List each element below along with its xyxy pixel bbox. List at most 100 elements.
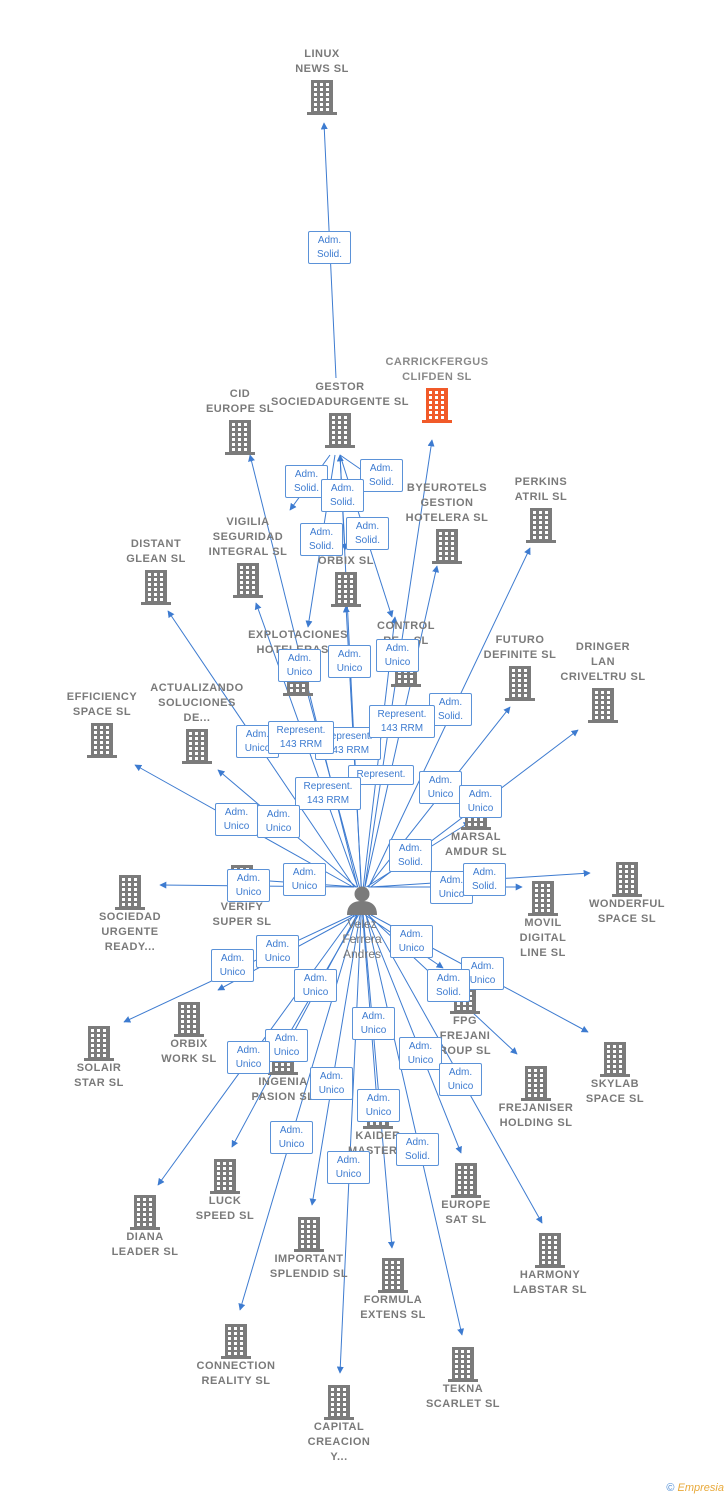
- building-icon: [115, 875, 145, 910]
- role-badge[interactable]: Adm.Unico: [327, 1151, 370, 1184]
- role-badge-line: Adm.: [472, 867, 497, 878]
- role-badge[interactable]: Adm.Unico: [257, 805, 300, 838]
- role-badge[interactable]: Adm.Unico: [227, 1041, 270, 1074]
- company-label-line: REALITY SL: [201, 1375, 271, 1387]
- company-label-line: KAIDER: [355, 1130, 401, 1142]
- role-badge[interactable]: Represent.143 RRM: [268, 721, 334, 754]
- role-badge[interactable]: Adm.Solid.: [360, 459, 403, 492]
- role-badge[interactable]: Adm.Unico: [211, 949, 254, 982]
- role-badge[interactable]: Adm.Solid.: [463, 863, 506, 896]
- company-label-line: GLEAN SL: [126, 553, 186, 565]
- role-badge[interactable]: Adm.Unico: [459, 785, 502, 818]
- role-badge[interactable]: Adm.Solid.: [389, 839, 432, 872]
- role-badge[interactable]: Adm.Unico: [376, 639, 419, 672]
- company-label-line: ACTUALIZANDO: [150, 682, 244, 694]
- role-badge[interactable]: Adm.Unico: [399, 1037, 442, 1070]
- company-label-line: CAPITAL: [313, 1421, 365, 1433]
- role-badge-line: Unico: [384, 657, 411, 668]
- company-label-line: NEWS SL: [295, 63, 349, 75]
- role-badge[interactable]: Adm.Solid.: [396, 1133, 439, 1166]
- role-badge[interactable]: Adm.Solid.: [308, 231, 351, 264]
- role-badge-line: 143 RRM: [380, 723, 424, 734]
- role-badge[interactable]: Adm.Solid.: [321, 479, 364, 512]
- role-badge[interactable]: Adm.Unico: [283, 863, 326, 896]
- role-badge[interactable]: Adm.Unico: [390, 925, 433, 958]
- role-badge[interactable]: Adm.Solid.: [300, 523, 343, 556]
- role-badge[interactable]: Represent.143 RRM: [369, 705, 435, 738]
- company-label-line: FREJANI: [439, 1030, 491, 1042]
- role-badge[interactable]: Adm.Unico: [439, 1063, 482, 1096]
- role-badge[interactable]: Adm.Unico: [357, 1089, 400, 1122]
- edge-tekna: [365, 914, 465, 1336]
- role-badge[interactable]: Adm.Unico: [227, 869, 270, 902]
- role-badge-line: Solid.: [354, 535, 380, 546]
- company-label-line: INTEGRAL SL: [208, 546, 288, 558]
- company-label-line: FORMULA: [363, 1294, 423, 1306]
- role-badge[interactable]: Adm.Unico: [278, 649, 321, 682]
- role-badge[interactable]: Adm.Solid.: [346, 517, 389, 550]
- company-label-line: URGENTE: [101, 926, 159, 938]
- role-badge-line: Adm.: [369, 463, 394, 474]
- role-badge[interactable]: Adm.Unico: [265, 1029, 308, 1062]
- role-badge-line: Unico: [219, 967, 246, 978]
- role-badge[interactable]: Adm.Solid.: [429, 693, 472, 726]
- role-badge[interactable]: Represent.: [348, 765, 414, 785]
- role-badge[interactable]: Adm.Solid.: [285, 465, 328, 498]
- edge-formula: [362, 914, 395, 1249]
- role-badge-line: Adm.: [330, 483, 355, 494]
- role-badge[interactable]: Adm.Unico: [270, 1121, 313, 1154]
- company-label-line: SOCIEDADURGENTE SL: [271, 396, 409, 408]
- role-badge[interactable]: Adm.Unico: [256, 935, 299, 968]
- person-name-line: Velez: [347, 917, 377, 931]
- company-label-line: TEKNA: [442, 1383, 484, 1395]
- role-badge[interactable]: Adm.Unico: [215, 803, 258, 836]
- role-badge[interactable]: Adm.Unico: [352, 1007, 395, 1040]
- role-badge[interactable]: Adm.Unico: [328, 645, 371, 678]
- role-badge[interactable]: Adm.Unico: [419, 771, 462, 804]
- company-label-line: MARSAL: [450, 831, 502, 843]
- edge-europesat: [365, 914, 462, 1154]
- role-badge[interactable]: Adm.Unico: [310, 1067, 353, 1100]
- role-badge[interactable]: Represent.143 RRM: [295, 777, 361, 810]
- role-badge[interactable]: Adm.Unico: [294, 969, 337, 1002]
- role-badge-line: Unico: [265, 823, 292, 834]
- company-node-orbixa[interactable]: ORBIX SL: [276, 554, 416, 607]
- building-icon: [182, 729, 212, 764]
- role-badge-line: Adm.: [279, 1125, 304, 1136]
- role-badge[interactable]: Adm.Solid.: [427, 969, 470, 1002]
